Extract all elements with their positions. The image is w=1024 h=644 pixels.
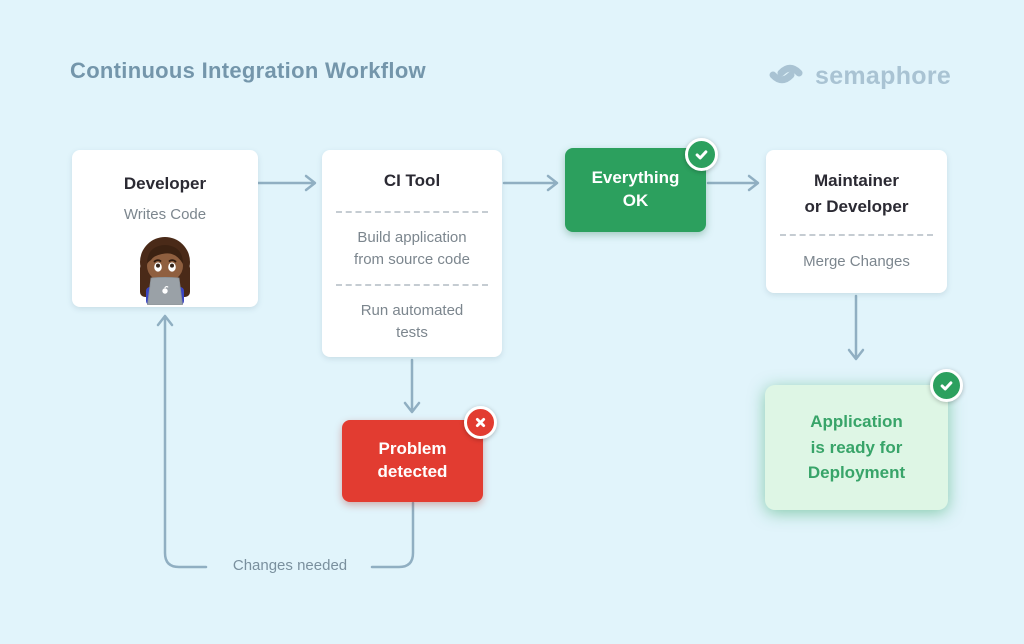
everything-ok-line1: Everything [591,168,680,188]
everything-ok-node: Everything OK [565,138,718,232]
line-problem-to-changes [370,501,415,569]
semaphore-logo: semaphore [766,57,951,96]
deployment-ready-node: Application is ready for Deployment [765,369,963,510]
developer-node: Developer Writes Code [72,150,258,307]
arrow-developer-to-ci [256,174,317,192]
everything-ok-line2: OK [622,191,649,210]
dashed-divider [336,211,488,213]
semaphore-logo-icon [766,57,806,96]
woman-technologist-icon [126,233,204,307]
deployment-line2: is ready for [810,437,903,457]
arrow-maintainer-to-deployment [847,294,865,361]
page-title: Continuous Integration Workflow [70,58,426,83]
ci-tool-node: CI Tool Build application from source co… [322,150,502,357]
ci-tool-title: CI Tool [383,170,441,190]
maintainer-title-line1: Maintainer [813,171,900,190]
problem-detected-node: Problem detected [342,406,497,502]
arrow-changes-to-developer [156,314,208,569]
arrow-ci-to-ok [502,174,559,192]
maintainer-title-line2: or Developer [804,196,909,216]
problem-line2: detected [377,462,448,481]
check-badge-icon [930,369,963,402]
ci-step-build: Build application from source code [354,228,470,268]
changes-needed-label: Changes needed [232,557,348,574]
developer-subtitle: Writes Code [123,205,207,223]
dashed-divider [780,234,933,236]
developer-title: Developer [123,174,207,193]
arrow-ci-to-problem [403,358,421,414]
ci-step-tests: Run automated tests [360,301,464,341]
maintainer-subtitle: Merge Changes [803,253,910,270]
check-badge-icon [685,138,718,171]
deployment-line3: Deployment [807,463,906,483]
arrow-ok-to-maintainer [706,174,760,192]
dashed-divider [336,284,488,286]
deployment-line1: Application [810,412,903,432]
problem-line1: Problem [378,439,447,459]
semaphore-logo-text: semaphore [815,62,952,90]
maintainer-node: Maintainer or Developer Merge Changes [766,150,947,293]
cross-badge-icon [464,406,497,439]
